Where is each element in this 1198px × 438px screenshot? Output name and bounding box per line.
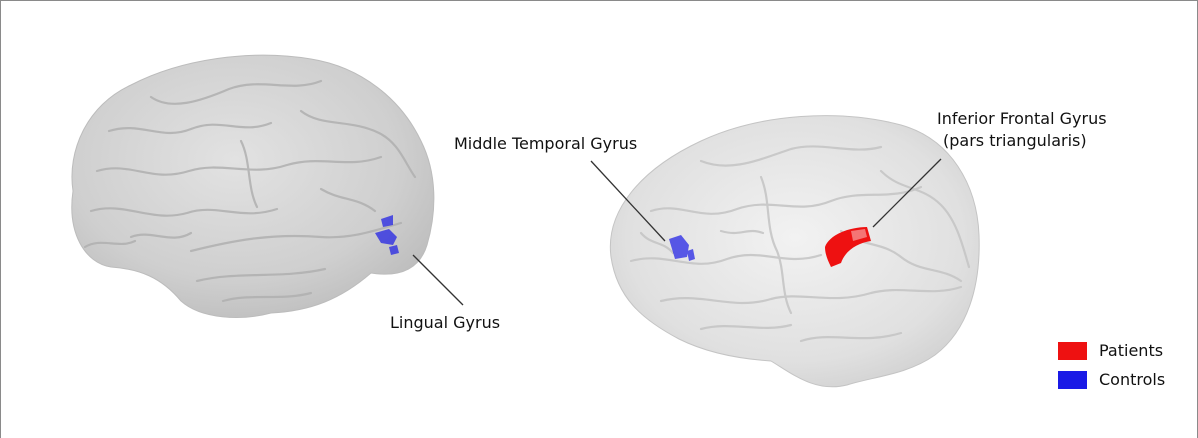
inferior-frontal-gyrus-label: Inferior Frontal Gyrus [937,109,1107,128]
pars-triangularis-label: (pars triangularis) [943,131,1087,150]
middle-temporal-gyrus-label: Middle Temporal Gyrus [454,134,637,153]
lingual-gyrus-label: Lingual Gyrus [390,313,500,332]
legend-item-controls: Controls [1058,370,1165,389]
legend-item-patients: Patients [1058,341,1163,360]
left-hemisphere [72,55,434,317]
right-brain-surface [610,116,979,387]
right-hemisphere [610,116,979,387]
left-brain-surface [72,55,434,317]
patients-swatch [1058,342,1087,360]
controls-swatch [1058,371,1087,389]
legend-label-patients: Patients [1099,341,1163,360]
legend-label-controls: Controls [1099,370,1165,389]
lingual-gyrus-leader-line [413,255,463,305]
